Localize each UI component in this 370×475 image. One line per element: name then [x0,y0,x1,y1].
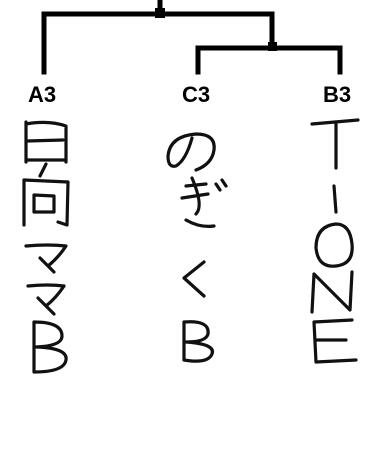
handwritten-name-c3 [166,132,228,363]
name-char: - [365,215,370,271]
name-char: T [365,164,370,220]
name-char: の [227,172,275,228]
tournament-bracket: A3 C3 B3 [22,0,370,381]
node-code-a3: A3 [28,82,56,107]
node-code-c3: C3 [182,82,210,107]
name-char: マ [77,266,125,322]
name-char: マ [77,317,125,373]
name-char: 日 [77,164,125,220]
bracket-lines [41,0,343,75]
handwritten-name-a3 [22,120,70,374]
handwritten-name-b3 [310,118,360,364]
bracket-canvas: A3 C3 B3 [22,0,360,374]
name-char: 向 [77,215,125,271]
name-char: ぎ [227,223,275,279]
name-char: く [227,274,275,330]
name-char: N [365,317,370,373]
name-char: B [227,325,260,381]
name-char: O [365,266,370,322]
node-code-b3: B3 [323,82,351,107]
name-char: E [365,368,370,424]
name-char: B [77,368,110,424]
bracket-joints [155,8,277,51]
